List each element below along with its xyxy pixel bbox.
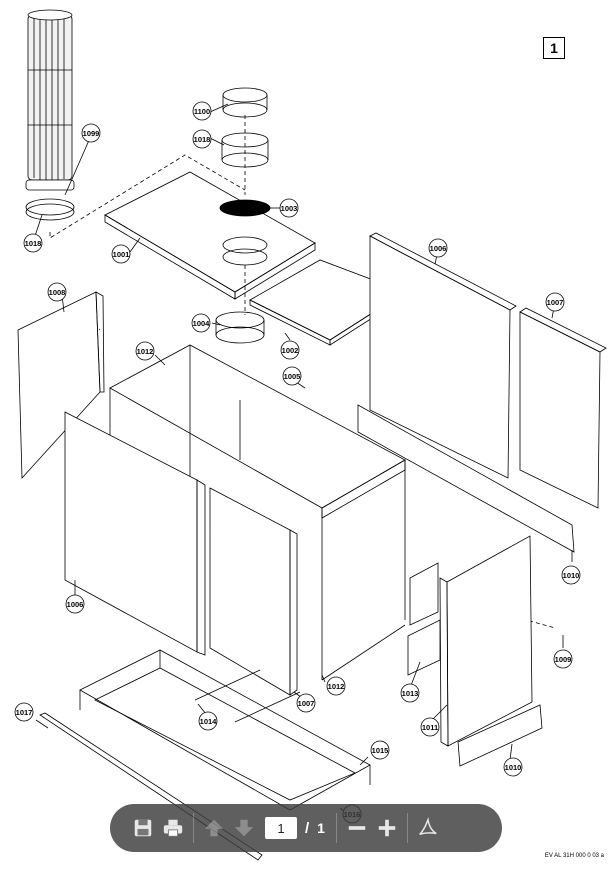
svg-text:1018: 1018 xyxy=(194,135,211,144)
base-frame xyxy=(79,649,371,811)
next-page-button[interactable] xyxy=(229,813,259,843)
toolbar-separator xyxy=(406,813,408,843)
callout-1015: 1015 xyxy=(370,740,390,760)
callout-1100: 1100 xyxy=(192,101,212,121)
filter-cylinder xyxy=(25,9,75,221)
callout-1012: 1012 xyxy=(135,341,155,361)
callout-1013: 1013 xyxy=(400,683,420,703)
previous-page-button[interactable] xyxy=(199,813,229,843)
callout-1011: 1011 xyxy=(420,717,440,737)
svg-text:1015: 1015 xyxy=(372,746,389,755)
top-panel xyxy=(104,171,316,300)
callout-1012: 1012 xyxy=(326,676,346,696)
side-panel-right xyxy=(519,311,601,509)
callout-1006: 1006 xyxy=(65,594,85,614)
svg-text:1100: 1100 xyxy=(194,107,210,116)
callout-1018: 1018 xyxy=(23,233,43,253)
svg-text:1006: 1006 xyxy=(430,244,447,253)
page-number-input[interactable] xyxy=(265,817,297,839)
pdf-toolbar: / 1 xyxy=(110,804,502,852)
callout-1099: 1099 xyxy=(81,123,101,143)
acrobat-icon xyxy=(419,817,437,836)
svg-text:1007: 1007 xyxy=(547,298,564,307)
svg-text:1003: 1003 xyxy=(281,204,298,213)
svg-text:1010: 1010 xyxy=(505,763,522,772)
callout-1003: 1003 xyxy=(279,198,299,218)
document-reference: EV AL 31H 000 0 03 a xyxy=(544,853,604,859)
kick-plate-1010 xyxy=(457,704,543,767)
callout-1007: 1007 xyxy=(296,693,316,713)
callout-1004: 1004 xyxy=(191,313,211,333)
svg-text:1014: 1014 xyxy=(200,717,218,726)
svg-text:1001: 1001 xyxy=(113,250,130,259)
front-panel-right xyxy=(209,487,291,696)
callout-1018: 1018 xyxy=(192,129,212,149)
callout-1010: 1010 xyxy=(503,757,523,777)
zoom-in-icon xyxy=(378,819,396,837)
print-icon xyxy=(163,819,183,837)
callout-1001: 1001 xyxy=(111,244,131,264)
svg-text:1005: 1005 xyxy=(284,372,301,381)
page-down-icon xyxy=(234,819,254,837)
svg-text:1011: 1011 xyxy=(422,723,438,732)
toolbar-separator xyxy=(193,813,194,843)
zoom-out-icon xyxy=(348,826,366,830)
svg-text:1004: 1004 xyxy=(193,319,211,328)
zoom-in-button[interactable] xyxy=(372,813,402,843)
page-label: 1 xyxy=(543,37,565,59)
page-separator: / xyxy=(305,819,310,837)
svg-text:1010: 1010 xyxy=(563,571,580,580)
callout-1007: 1007 xyxy=(545,292,565,312)
page-up-icon xyxy=(204,819,224,837)
front-panel-left xyxy=(64,411,198,653)
svg-text:1007: 1007 xyxy=(298,699,315,708)
callout-1017: 1017 xyxy=(14,702,34,722)
callout-1008: 1008 xyxy=(47,282,67,302)
svg-text:1099: 1099 xyxy=(83,129,100,138)
callout-1002: 1002 xyxy=(280,340,300,360)
svg-text:1017: 1017 xyxy=(16,708,33,717)
callout-1009: 1009 xyxy=(553,649,573,669)
svg-text:1018: 1018 xyxy=(25,239,42,248)
callout-1005: 1005 xyxy=(282,366,302,386)
svg-text:1009: 1009 xyxy=(555,655,572,664)
zoom-out-button[interactable] xyxy=(342,813,372,843)
svg-text:1008: 1008 xyxy=(49,288,66,297)
total-pages: 1 xyxy=(317,820,325,836)
save-icon xyxy=(134,819,152,837)
svg-text:1013: 1013 xyxy=(402,689,419,698)
svg-text:1006: 1006 xyxy=(67,600,84,609)
callout-1010: 1010 xyxy=(561,565,581,585)
svg-text:1012: 1012 xyxy=(137,347,154,356)
callout-1014: 1014 xyxy=(198,711,218,731)
print-button[interactable] xyxy=(158,813,188,843)
open-in-acrobat-button[interactable] xyxy=(413,813,443,843)
part-callouts: 1099 1018 1100 1018 1003 1001 1006 1008 … xyxy=(14,101,581,824)
callout-1006: 1006 xyxy=(428,238,448,258)
svg-text:1002: 1002 xyxy=(282,346,299,355)
save-button[interactable] xyxy=(128,813,158,843)
toolbar-separator xyxy=(335,813,337,843)
svg-text:1012: 1012 xyxy=(328,682,345,691)
